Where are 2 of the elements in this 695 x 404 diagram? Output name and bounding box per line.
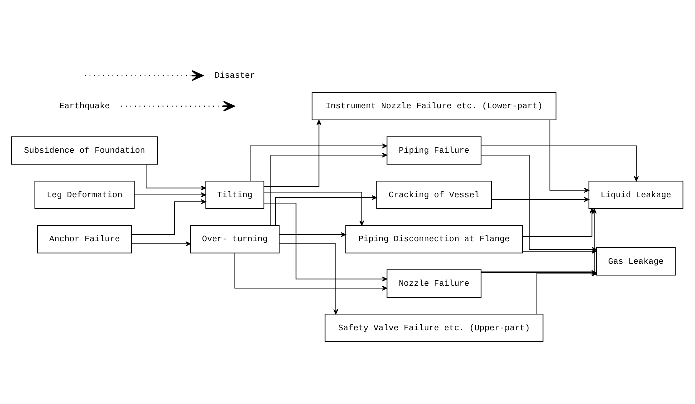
node-text: Earthquake (60, 102, 110, 112)
node-text: Disaster (214, 70, 256, 81)
